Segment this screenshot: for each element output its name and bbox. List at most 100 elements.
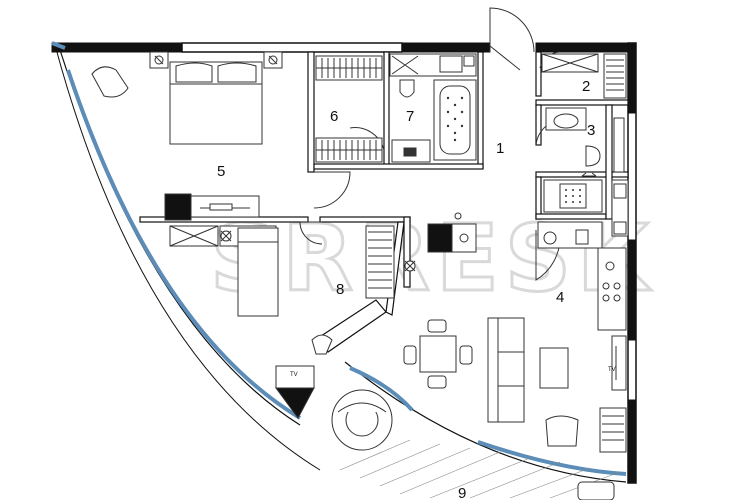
room-label-4: 4 bbox=[556, 289, 564, 306]
stove-burner-1 bbox=[602, 282, 610, 290]
dining-table bbox=[419, 335, 457, 373]
kitchen-sink bbox=[575, 229, 589, 245]
bath-sink bbox=[439, 55, 463, 73]
coffee-table bbox=[539, 347, 569, 389]
room3-sink bbox=[553, 113, 579, 129]
exterior-walls bbox=[51, 42, 637, 484]
stove-burner-4 bbox=[613, 294, 621, 302]
balcony-chair bbox=[577, 481, 615, 500]
kitchen-furniture bbox=[403, 212, 627, 453]
wall-top-right bbox=[401, 42, 491, 53]
room-label-9: 9 bbox=[458, 485, 466, 500]
wall-top-left bbox=[51, 42, 183, 53]
kitchen-island-sink bbox=[459, 233, 469, 243]
wall-room3-bottom bbox=[535, 171, 629, 178]
wall-room3-right bbox=[605, 104, 613, 220]
balcony-cushions bbox=[337, 402, 387, 413]
facade-lower-line bbox=[344, 361, 627, 483]
wall-room2-left bbox=[535, 51, 542, 97]
room-label-2: 2 bbox=[582, 78, 590, 95]
window-curved-bedroom bbox=[66, 69, 302, 420]
dining-chair-bottom bbox=[427, 375, 447, 389]
bath-toilet bbox=[399, 79, 415, 98]
kitchen-appliance-1 bbox=[605, 261, 615, 271]
fridge-bottom bbox=[613, 221, 627, 235]
wall-wardrobe-bath bbox=[383, 51, 390, 169]
facade-outer-line bbox=[54, 44, 321, 471]
study-chair bbox=[311, 334, 333, 355]
hangers-top bbox=[321, 58, 377, 78]
living-armchair bbox=[545, 415, 579, 447]
study-daybed bbox=[237, 227, 279, 317]
room-label-1: 1 bbox=[496, 140, 504, 157]
study-daybed-top bbox=[237, 227, 279, 243]
bed-pillow-right bbox=[217, 62, 257, 83]
room-labels: 1 2 3 4 5 6 7 8 9 bbox=[217, 78, 595, 500]
bath-cross-2 bbox=[391, 55, 419, 75]
bedroom-speaker bbox=[164, 193, 192, 221]
room3-furniture bbox=[545, 107, 625, 177]
wall-right-mid bbox=[627, 239, 637, 341]
hangers-bottom bbox=[321, 140, 377, 160]
study-wardrobe bbox=[365, 225, 395, 299]
balcony-furniture bbox=[331, 389, 621, 500]
wall-closet-bottom bbox=[535, 213, 607, 220]
utility-washer-dots bbox=[565, 189, 581, 203]
bathtub-jets bbox=[446, 96, 464, 142]
wall-right-bottom bbox=[627, 399, 637, 484]
room2-hangers bbox=[606, 59, 624, 91]
bathroom-furniture bbox=[389, 53, 477, 163]
study-furniture bbox=[169, 225, 395, 419]
utility-furniture bbox=[543, 179, 629, 237]
kitchen-faucet bbox=[454, 212, 462, 220]
wall-study-kitchen bbox=[403, 216, 411, 288]
door-bedroom bbox=[313, 171, 351, 209]
room2-furniture bbox=[541, 53, 627, 99]
kitchen-island-dark bbox=[427, 223, 453, 253]
wall-right-top bbox=[627, 42, 637, 114]
living-cabinet bbox=[599, 407, 627, 453]
window-curved-living-2 bbox=[477, 440, 627, 476]
lamp-left-cross bbox=[154, 55, 164, 65]
room2-shelf-cross-2 bbox=[541, 53, 599, 73]
tv-label-living: TV bbox=[608, 367, 616, 373]
dining-chair-top bbox=[427, 319, 447, 333]
dining-chair-left bbox=[403, 345, 417, 365]
study-tv-stand bbox=[275, 387, 315, 419]
wall-room3-left bbox=[535, 104, 542, 146]
bath-counter bbox=[389, 53, 477, 77]
room-label-5: 5 bbox=[217, 163, 225, 180]
room-label-7: 7 bbox=[406, 108, 414, 125]
balcony-hatching bbox=[339, 439, 621, 499]
wardrobe-furniture bbox=[315, 55, 383, 163]
dining-chair-right bbox=[459, 345, 473, 365]
wall-top-far-right bbox=[535, 42, 629, 53]
bedroom-armchair bbox=[91, 66, 129, 98]
bed-pillow-left bbox=[175, 62, 213, 83]
tv-label-study: TV bbox=[290, 372, 298, 378]
door-study bbox=[299, 221, 323, 245]
wall-top-middle bbox=[181, 42, 403, 53]
fridge-top bbox=[613, 183, 627, 199]
stove-burner-2 bbox=[613, 282, 621, 290]
shower-drain bbox=[403, 147, 417, 157]
room-label-3: 3 bbox=[587, 122, 595, 139]
wall-bedroom-wardrobe bbox=[307, 51, 315, 173]
wall-bath-right bbox=[477, 51, 484, 169]
door-entrance-leaf bbox=[489, 45, 521, 71]
room-label-8: 8 bbox=[336, 281, 344, 298]
living-tv-console bbox=[611, 335, 627, 391]
door-wardrobe bbox=[349, 127, 385, 151]
wall-corridor-bottom bbox=[319, 216, 411, 223]
kitchen-hob-icon bbox=[543, 231, 557, 245]
room3-rack bbox=[613, 117, 625, 173]
room-label-6: 6 bbox=[330, 108, 338, 125]
room3-toilet bbox=[585, 145, 601, 167]
wall-closet-left bbox=[535, 176, 542, 220]
bath-tap bbox=[463, 55, 475, 67]
curved-facade bbox=[51, 41, 627, 483]
bedroom-furniture bbox=[91, 51, 283, 221]
door-entrance bbox=[489, 7, 535, 53]
kitchen-counter-right bbox=[597, 247, 627, 331]
